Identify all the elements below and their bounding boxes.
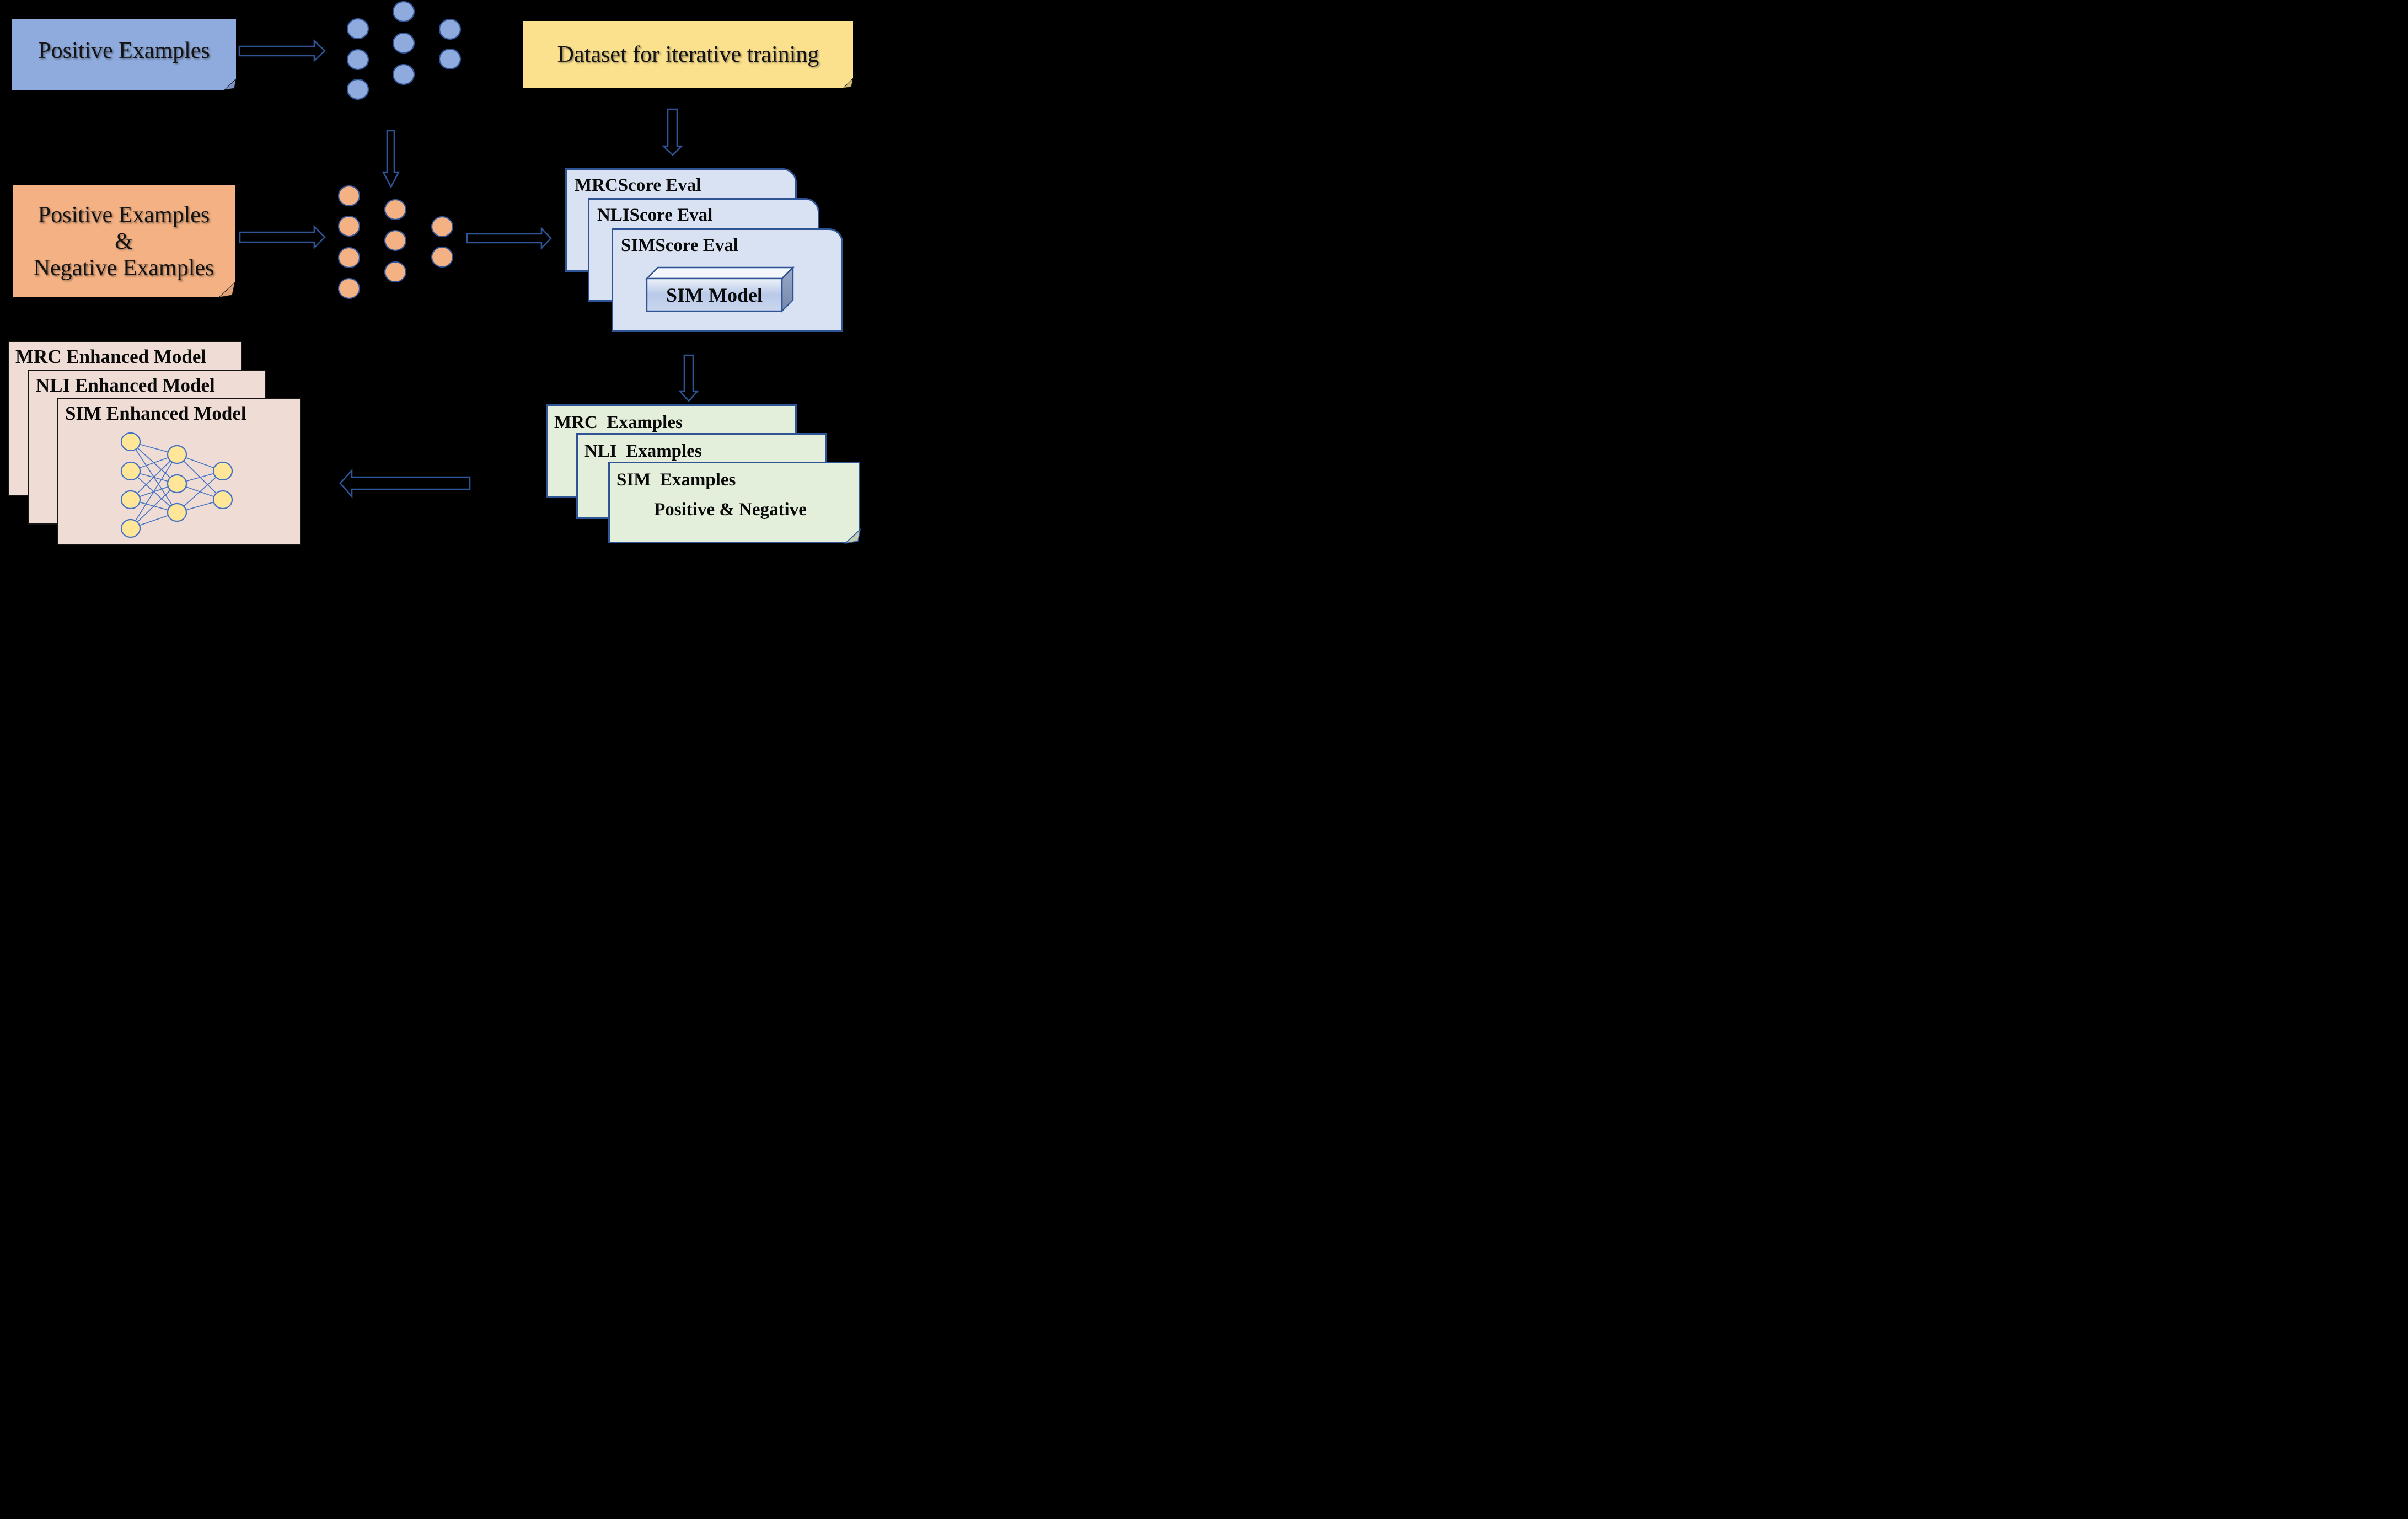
positive-examples-note: Positive Examples (12, 19, 236, 90)
nli-examples-label: NLI Examples (584, 441, 702, 461)
finetune-network-node (337, 215, 361, 237)
pretrain-network-node (392, 32, 415, 54)
sim-model-label: SIM Model (666, 284, 763, 306)
arrow-dataset-to-eval (661, 108, 684, 156)
arrow-eval-to-examples (678, 354, 699, 402)
positive-negative-examples-note: Positive Examples & Negative Examples (13, 185, 235, 297)
dataset-label: Dataset for iterative training (557, 42, 819, 67)
pretrain-network-node (346, 49, 369, 71)
arrow-posneg-to-network (239, 224, 326, 250)
positive-negative-sublabel: Positive & Negative (654, 500, 807, 520)
mrc-enhanced-model-label: MRC Enhanced Model (15, 346, 207, 367)
nli-enhanced-model-label: NLI Enhanced Model (36, 375, 215, 396)
sim-enhanced-model-label: SIM Enhanced Model (65, 403, 246, 424)
finetune-network-node (384, 261, 407, 283)
mrcscore-eval-label: MRCScore Eval (575, 175, 701, 195)
pretrain-network-node (392, 63, 415, 85)
finetune-network-node (337, 247, 361, 269)
dataset-iterative-training-note: Dataset for iterative training (523, 21, 853, 88)
positive-examples-label: Positive Examples (38, 38, 210, 63)
finetune-network-node (337, 185, 361, 207)
sim-examples-label: SIM Examples (616, 470, 736, 490)
arrow-positive-to-network (238, 39, 326, 63)
mrc-examples-label: MRC Examples (554, 413, 683, 432)
pretrain-network-node (438, 18, 462, 40)
pos-neg-line1: Positive Examples (37, 202, 210, 228)
pretrain-network-node (438, 48, 462, 70)
finetune-network-node (384, 199, 407, 221)
arrow-network-to-eval (466, 226, 552, 250)
finetune-network-node (431, 216, 454, 238)
finetune-network-node (384, 229, 407, 252)
arrow-examples-to-models (339, 468, 471, 499)
pretrain-network-node (346, 18, 369, 40)
pos-neg-ampersand: & (115, 228, 133, 254)
arrow-pretrain-to-finetune (382, 130, 400, 189)
finetune-network-node (431, 246, 454, 268)
sim-enhanced-model-card: SIM Enhanced Model (57, 398, 301, 545)
sim-examples-card: SIM Examples Positive & Negative (608, 462, 860, 543)
finetune-network-node (337, 277, 361, 299)
diagram-canvas: Positive Examples Positive Examples & Ne… (0, 0, 865, 545)
pretrain-network-node (392, 1, 415, 23)
pretrain-network-node (346, 78, 369, 100)
pos-neg-line3: Negative Examples (33, 255, 214, 281)
nliscore-eval-label: NLIScore Eval (597, 205, 713, 225)
simscore-eval-label: SIMScore Eval (621, 236, 738, 255)
